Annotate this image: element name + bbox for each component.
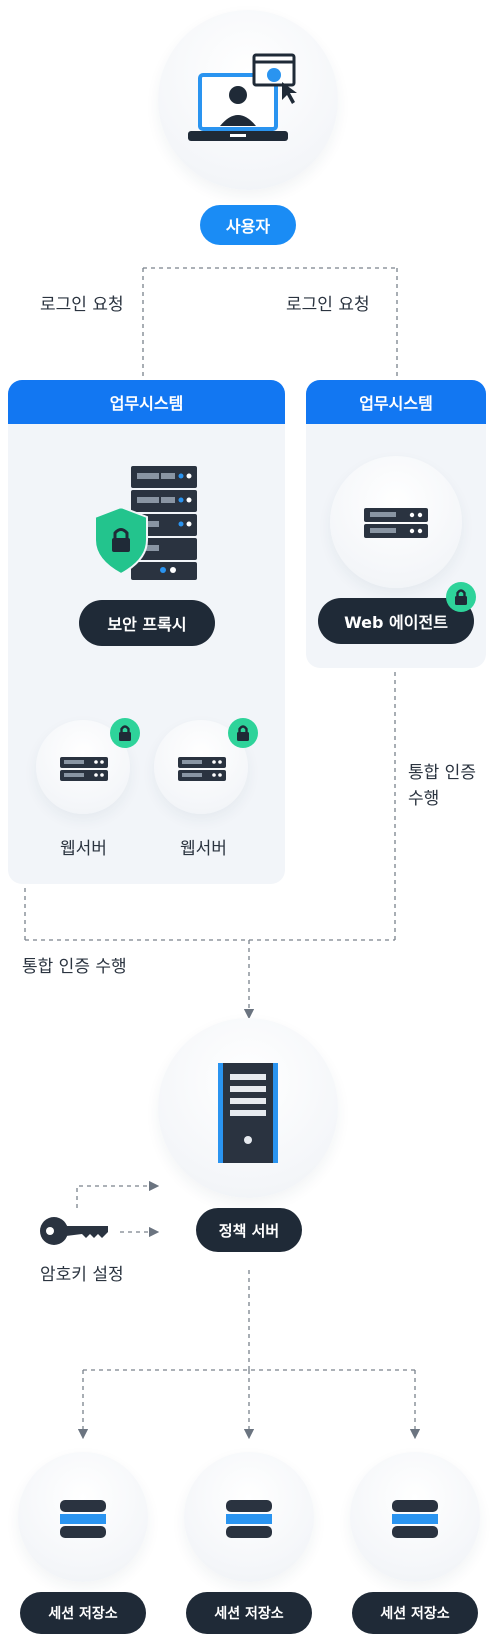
server-icon (178, 757, 226, 781)
session-store-1-button[interactable]: 세션 저장소 (20, 1592, 146, 1634)
tower-server-icon (218, 1063, 278, 1163)
database-icon (392, 1500, 438, 1538)
server-icon (60, 757, 108, 781)
right-system-title: 업무시스템 (306, 380, 486, 424)
key-icon (40, 1217, 108, 1245)
sso-right-label-line2: 수행 (408, 789, 440, 809)
lock-icon (228, 718, 258, 748)
policy-server-button[interactable]: 정책 서버 (196, 1208, 302, 1252)
sso-right-label-line1: 통합 인증 (408, 763, 476, 783)
sso-left-label: 통합 인증 수행 (22, 957, 127, 977)
session-store-2-circle (184, 1452, 314, 1582)
session-store-3-circle (350, 1452, 480, 1582)
server-icon (364, 508, 428, 538)
left-system-panel: 업무시스템 (8, 380, 285, 884)
web-server-2-label: 웹서버 (180, 839, 227, 859)
web-agent-circle (330, 456, 462, 588)
session-store-3-button[interactable]: 세션 저장소 (352, 1592, 478, 1634)
login-request-left-label: 로그인 요청 (40, 295, 124, 315)
user-circle (158, 10, 338, 190)
server-rack-shield-icon (95, 466, 197, 580)
session-store-2-button[interactable]: 세션 저장소 (186, 1592, 312, 1634)
database-icon (226, 1500, 272, 1538)
policy-server-circle (158, 1018, 338, 1198)
left-system-title: 업무시스템 (8, 380, 285, 424)
user-label[interactable]: 사용자 (200, 205, 296, 245)
session-store-1-circle (18, 1452, 148, 1582)
user-laptop-icon (188, 53, 297, 141)
lock-icon (446, 582, 476, 612)
database-icon (60, 1500, 106, 1538)
login-request-right-label: 로그인 요청 (286, 295, 370, 315)
security-proxy-button[interactable]: 보안 프록시 (79, 600, 215, 646)
web-server-1-label: 웹서버 (60, 839, 107, 859)
lock-icon (110, 718, 140, 748)
key-setting-label: 암호키 설정 (40, 1265, 124, 1285)
